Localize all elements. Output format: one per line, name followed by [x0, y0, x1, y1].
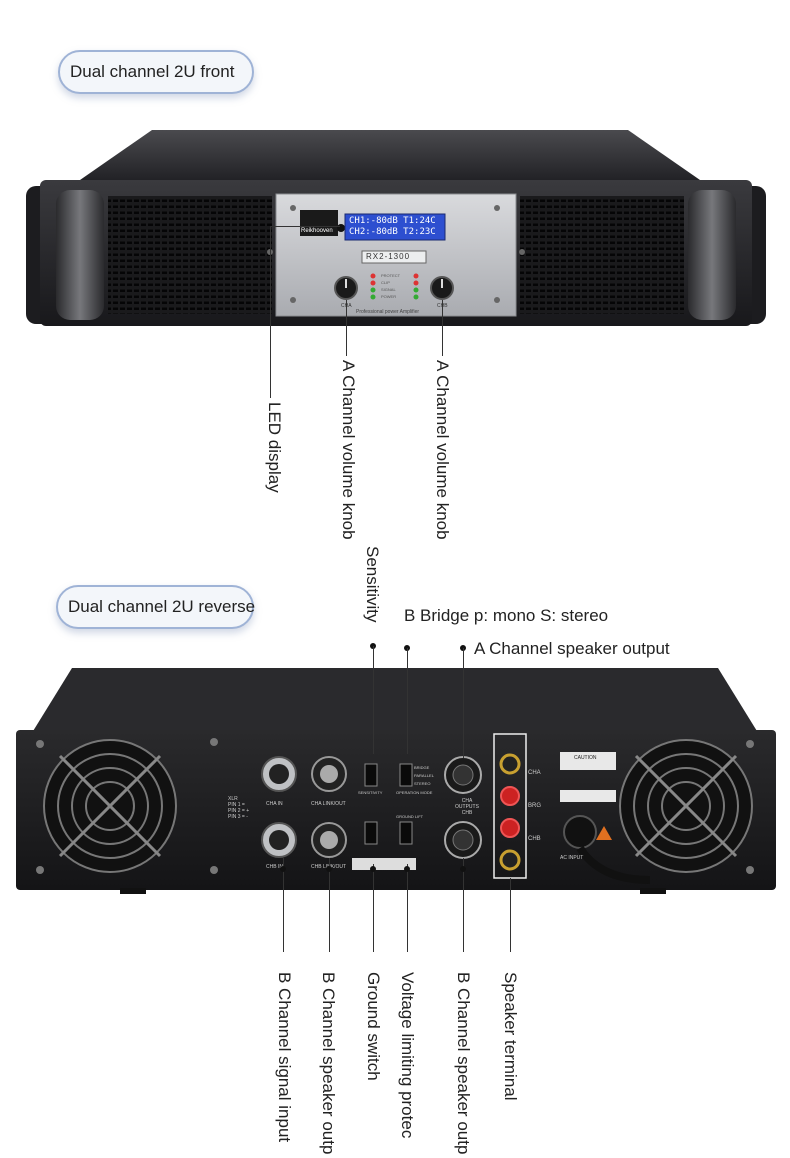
- voltage-limit-leader: [407, 864, 408, 952]
- b-speaker-leader-2: [463, 858, 464, 952]
- label-parallel: PARALLEL: [414, 773, 434, 778]
- pin-2: PIN 2 = +: [228, 808, 250, 814]
- panel-caption: Professional power Amplifier: [356, 309, 420, 315]
- label-chb-term: CHB: [528, 836, 541, 842]
- knob-b-leader: [442, 300, 443, 356]
- lcd-display: CH1:-80dB T1:24C CH2:-80dB T2:23C: [349, 216, 436, 238]
- brand-logo: Reikhooven: [301, 228, 333, 234]
- label-stereo: STEREO: [414, 781, 431, 786]
- label-ac-input: AC INPUT: [560, 855, 584, 861]
- b-speaker-leader-1: [329, 858, 330, 952]
- label-chb-in: CHB IN: [266, 864, 283, 870]
- callout-voltage-limiting: Voltage limiting protec: [398, 972, 417, 1139]
- label-sensitivity: SENSITIVITY: [358, 790, 383, 795]
- xlr-label: XLR: [228, 796, 238, 802]
- rear-amplifier: [16, 668, 776, 894]
- callout-b-signal-input: B Channel signal input: [275, 972, 294, 1143]
- knob-a-leader: [346, 300, 347, 356]
- lcd-line-1: CH1:-80dB T1:24C: [349, 216, 436, 226]
- mode-labels: BRIDGE PARALLEL STEREO: [414, 764, 434, 788]
- led-label-protect: PROTECT: [381, 273, 401, 278]
- label-bridge: BRIDGE: [414, 765, 430, 770]
- xlr-pin-legend: XLR PIN 1 = PIN 2 = + PIN 3 = -: [228, 796, 249, 820]
- b-signal-dot: [280, 866, 286, 872]
- pin-1: PIN 1 =: [228, 802, 245, 808]
- callout-knob-b: A Channel volume knob: [433, 360, 452, 540]
- label-brg-term: BRG: [528, 803, 542, 809]
- front-section-title: Dual channel 2U front: [58, 50, 254, 94]
- callout-speaker-terminal: Speaker terminal: [501, 972, 520, 1101]
- label-operation-mode: OPERATION MODE: [396, 790, 433, 795]
- ground-switch-leader: [373, 864, 374, 952]
- voltage-limit-dot: [404, 866, 410, 872]
- bridge-leader: [407, 648, 408, 754]
- callout-led-display: LED display: [265, 402, 284, 493]
- b-speaker-dot-1: [326, 866, 332, 872]
- led-display-leader-h: [270, 226, 340, 227]
- led-labels: PROTECT CLIP SIGNAL POWER: [381, 272, 400, 300]
- b-speaker-dot-2: [460, 866, 466, 872]
- speaker-terminal-leader: [510, 878, 511, 952]
- callout-b-speaker-output-2: B Channel speaker outp: [454, 972, 473, 1155]
- callout-sensitivity: Sensitivity: [363, 546, 382, 623]
- callout-b-speaker-output-1: B Channel speaker outp: [319, 972, 338, 1155]
- a-output-leader: [463, 648, 464, 758]
- led-label-signal: SIGNAL: [381, 287, 396, 292]
- label-caution: CAUTION: [574, 755, 597, 761]
- ground-switch-dot: [370, 866, 376, 872]
- led-display-leader: [270, 226, 271, 398]
- pin-3: PIN 3 = -: [228, 814, 248, 820]
- lcd-line-2: CH2:-80dB T2:23C: [349, 227, 436, 237]
- label-cha-in: CHA IN: [266, 801, 283, 807]
- label-outputs: CHA OUTPUTS CHB: [455, 798, 479, 816]
- callout-a-speaker-output: A Channel speaker output: [474, 639, 670, 658]
- callout-ground-switch: Ground switch: [364, 972, 383, 1081]
- model-label: RX2-1300: [366, 252, 411, 261]
- callout-bridge: B Bridge p: mono S: stereo: [404, 606, 609, 625]
- label-cha-link: CHA LINK/OUT: [311, 801, 346, 807]
- rear-section-title: Dual channel 2U reverse: [56, 585, 255, 629]
- label-cha-term: CHA: [528, 770, 541, 776]
- b-signal-leader: [283, 858, 284, 952]
- front-amplifier: [26, 130, 766, 326]
- label-ground-lift: GROUND LIFT: [396, 814, 424, 819]
- sensitivity-leader: [373, 646, 374, 754]
- led-label-power: POWER: [381, 294, 397, 299]
- led-label-clip: CLIP: [381, 280, 390, 285]
- callout-knob-a: A Channel volume knob: [339, 360, 358, 540]
